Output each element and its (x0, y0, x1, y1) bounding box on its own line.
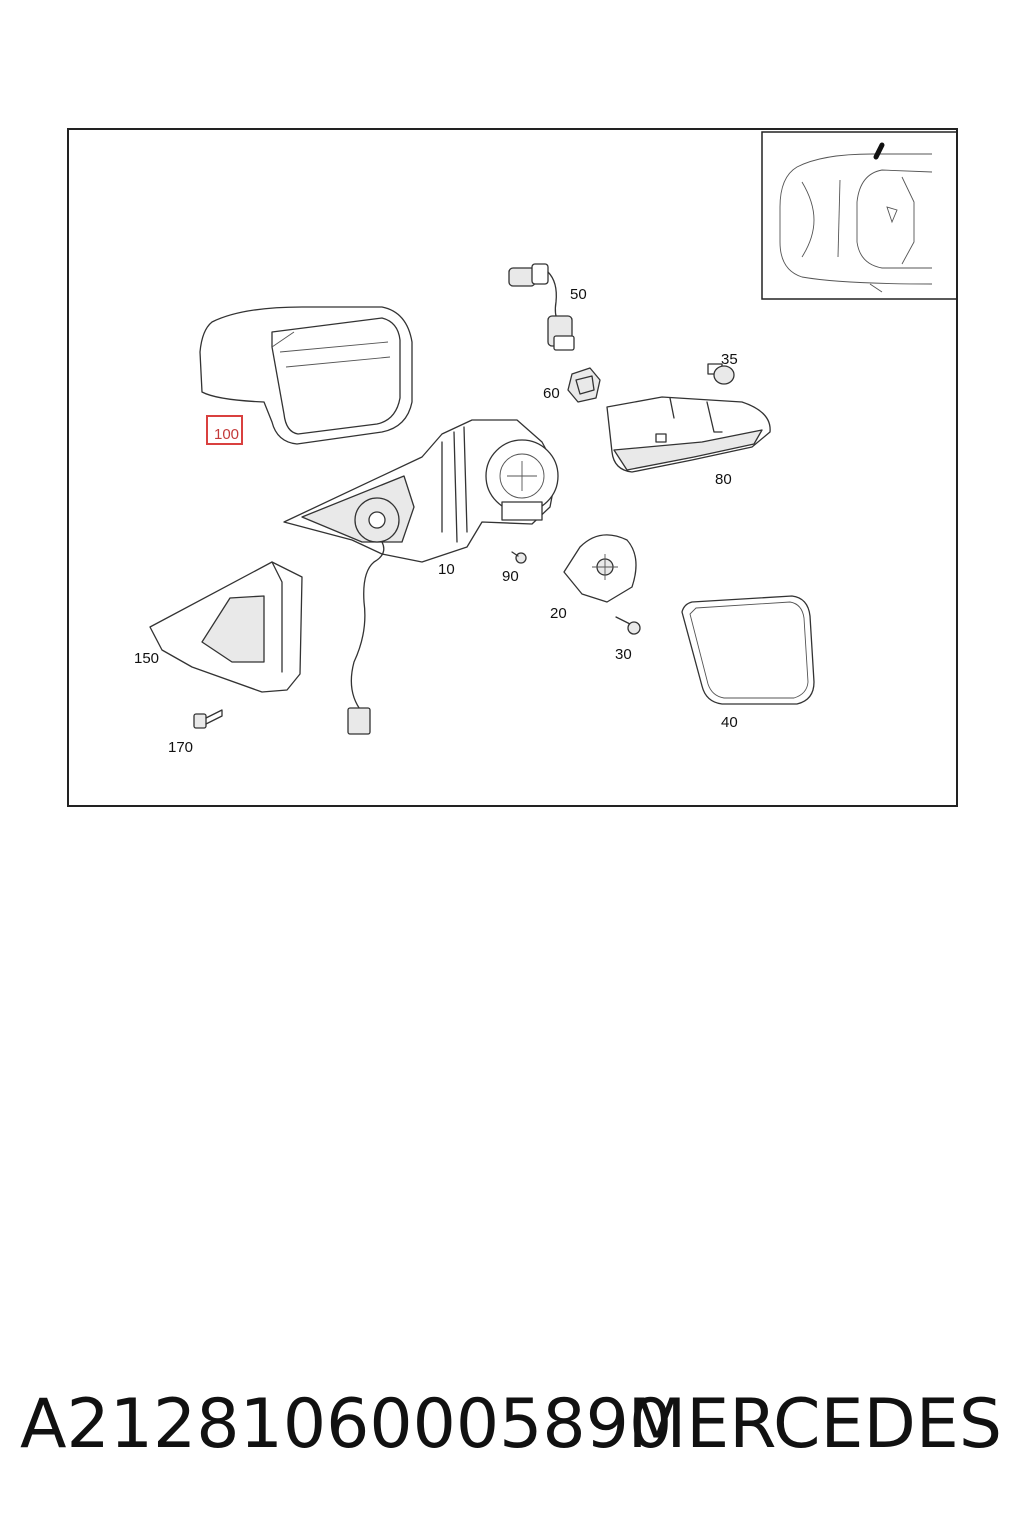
part-90-screw (511, 551, 527, 564)
brand-label: MERCEDES (627, 1385, 1002, 1464)
callout-10: 10 (438, 561, 455, 578)
callout-40: 40 (721, 714, 738, 731)
part-150-base-cover (149, 561, 303, 693)
part-50-camera-connector (508, 263, 575, 351)
callout-20: 20 (550, 605, 567, 622)
callout-90: 90 (502, 568, 519, 585)
part-30-screw (615, 616, 641, 635)
exploded-parts-diagram: 50 35 60 100 80 10 90 20 150 30 40 170 (67, 128, 958, 807)
part-80-turn-signal-housing (606, 396, 771, 473)
part-170-bolt (193, 709, 223, 729)
callout-60: 60 (543, 385, 560, 402)
part-60-sensor-module (567, 367, 601, 403)
part-number-label: A21281060005890 (20, 1385, 673, 1464)
callout-80: 80 (715, 471, 732, 488)
part-10-mirror-base-assembly (283, 419, 559, 735)
part-100-mirror-cover (199, 306, 413, 445)
callout-50: 50 (570, 286, 587, 303)
callout-100-highlight: 100 (206, 415, 243, 445)
part-20-adjuster-plate (563, 534, 637, 603)
car-overview-inset (761, 131, 956, 300)
part-40-mirror-glass (681, 595, 815, 705)
callout-170: 170 (168, 739, 193, 756)
part-35-bulb (707, 363, 735, 385)
callout-100: 100 (214, 426, 239, 443)
diagram-canvas: 50 35 60 100 80 10 90 20 150 30 40 170 (134, 131, 956, 756)
callout-35: 35 (721, 351, 738, 368)
callout-150: 150 (134, 650, 159, 667)
callout-30: 30 (615, 646, 632, 663)
